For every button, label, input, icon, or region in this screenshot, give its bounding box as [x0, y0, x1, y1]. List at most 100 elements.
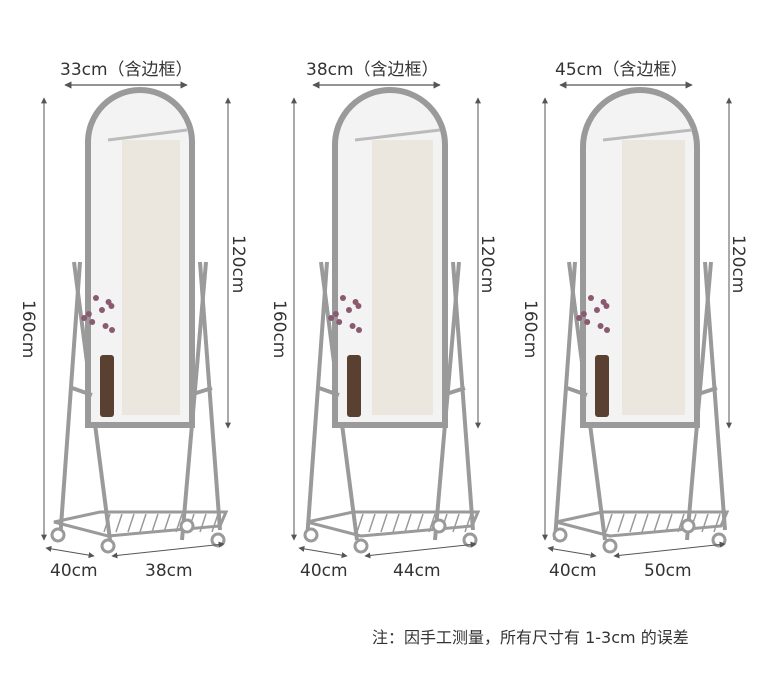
mirror-3-mirror-height-label: 120cm	[728, 235, 748, 294]
shelf-slat	[653, 513, 661, 533]
base-shelf	[306, 510, 481, 538]
base-depth-dimension-line	[45, 545, 95, 559]
mirror-1-base-depth-label: 40cm	[50, 561, 98, 581]
shelf-slat	[605, 513, 613, 533]
flower	[580, 311, 587, 317]
shelf-slat	[404, 513, 412, 533]
crossbar	[71, 386, 93, 397]
shelf-slat	[175, 513, 183, 533]
mirror-2-total-height-label: 160cm	[269, 300, 289, 359]
stand-leg	[305, 261, 329, 541]
mirror-2	[291, 81, 481, 559]
flower	[593, 307, 600, 313]
mirror-1-top-width-label: 33cm（含边框）	[60, 60, 193, 80]
flower	[98, 307, 105, 313]
shelf-slat	[641, 513, 649, 533]
flower	[345, 307, 352, 313]
flower	[109, 327, 115, 333]
mirror-3-total-height-label: 160cm	[520, 300, 540, 359]
stand-leg	[553, 261, 577, 541]
mirror-3-base-depth-label: 40cm	[549, 561, 597, 581]
shelf-slat	[127, 513, 135, 533]
base-shelf	[53, 510, 229, 538]
shelf-slat	[356, 513, 364, 533]
shelf-slat	[115, 513, 123, 533]
mirror-3-top-width-label: 45cm（含边框）	[555, 60, 688, 80]
mirror-1	[41, 81, 231, 559]
flower	[332, 311, 339, 317]
vase	[595, 355, 609, 417]
shelf-slat	[392, 513, 400, 533]
curtain-rod-reflection	[354, 128, 441, 142]
crossbar	[442, 386, 466, 397]
mirror-1-base-width-label: 38cm	[145, 561, 193, 581]
shelf-slat	[701, 513, 709, 533]
curtain-rod-reflection	[107, 128, 188, 142]
wheel	[100, 538, 116, 554]
flower	[587, 295, 594, 301]
flower	[105, 299, 112, 305]
flower	[89, 319, 96, 325]
mirror-1-mirror-height-label: 120cm	[228, 235, 248, 294]
flower	[576, 315, 583, 321]
flower	[349, 323, 356, 329]
flower	[600, 299, 607, 305]
vase	[100, 355, 114, 417]
shelf-slat	[677, 513, 685, 533]
wheel	[353, 538, 369, 554]
crossbar	[189, 386, 213, 397]
shelf-slat	[464, 513, 472, 533]
wheel	[303, 527, 319, 543]
wheel	[50, 527, 66, 543]
shelf-slat	[380, 513, 388, 533]
mirror-1-total-height-label: 160cm	[18, 300, 38, 359]
flower	[81, 315, 88, 321]
shelf-slat	[199, 513, 207, 533]
shelf-slat	[139, 513, 147, 533]
shelf-slat	[617, 513, 625, 533]
shelf-slat	[368, 513, 376, 533]
shelf-slat	[416, 513, 424, 533]
curtain-reflection	[622, 140, 685, 415]
shelf-slat	[103, 513, 111, 533]
shelf-slat	[211, 513, 219, 533]
flower	[604, 327, 610, 333]
shelf-slat	[428, 513, 436, 533]
base-width-dimension-line	[613, 541, 726, 559]
shelf-slat	[665, 513, 673, 533]
base-width-dimension-line	[111, 541, 225, 559]
vase	[347, 355, 361, 417]
curtain-rod-reflection	[602, 128, 693, 142]
footnote: 注：因手工测量，所有尺寸有 1-3cm 的误差	[372, 628, 689, 647]
flower	[102, 323, 109, 329]
mirror-2-base-depth-label: 40cm	[300, 561, 348, 581]
flower	[339, 295, 346, 301]
shelf-slat	[629, 513, 637, 533]
base-depth-dimension-line	[298, 545, 348, 559]
mirror-2-mirror-height-label: 120cm	[477, 235, 497, 294]
crossbar	[694, 386, 718, 397]
flower	[584, 319, 591, 325]
mirror-2-top-width-label: 38cm（含边框）	[306, 60, 439, 80]
base-depth-dimension-line	[547, 545, 597, 559]
stand-leg	[58, 261, 82, 541]
flower	[92, 295, 99, 301]
flower	[356, 327, 362, 333]
shelf-slat	[452, 513, 460, 533]
mirror-3-base-width-label: 50cm	[644, 561, 692, 581]
base-shelf	[555, 510, 730, 538]
crossbar	[318, 386, 340, 397]
flower	[336, 319, 343, 325]
base-width-dimension-line	[364, 541, 477, 559]
mirror-2-base-width-label: 44cm	[393, 561, 441, 581]
shelf-slat	[151, 513, 159, 533]
wheel	[179, 518, 195, 534]
flower	[85, 311, 92, 317]
flower	[328, 315, 335, 321]
wheel	[680, 518, 696, 534]
flower	[352, 299, 359, 305]
flower	[597, 323, 604, 329]
shelf-slat	[163, 513, 171, 533]
shelf-slat	[713, 513, 721, 533]
